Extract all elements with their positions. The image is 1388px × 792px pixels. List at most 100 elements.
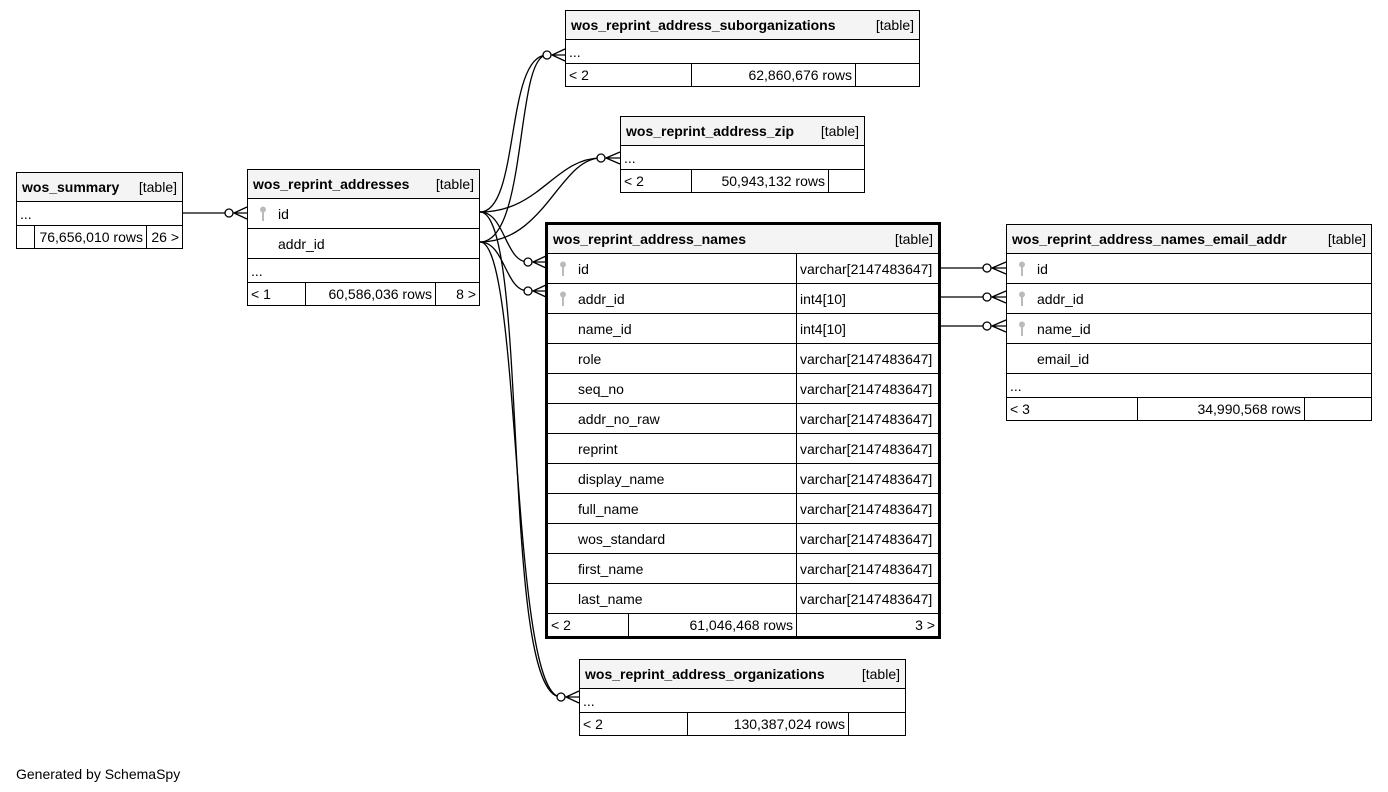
primary-key-icon [1007, 291, 1037, 307]
parents-count[interactable]: < 1 [251, 286, 271, 302]
table-header: wos_reprint_address_organizations [table… [580, 660, 905, 689]
children-count[interactable]: 8 > [435, 283, 479, 305]
column-type: int4[10] [796, 314, 938, 343]
table-header: wos_reprint_address_suborganizations [ta… [566, 11, 919, 40]
column-type: varchar[2147483647] [796, 374, 938, 403]
parents-count[interactable]: < 2 [583, 716, 603, 732]
column-name: addr_id [1037, 290, 1084, 307]
table-type: [table] [861, 666, 900, 682]
table-footer: < 3 34,990,568 rows [1007, 398, 1371, 420]
parents-count[interactable]: < 2 [624, 173, 644, 189]
table-name: wos_reprint_address_names_email_addr [1012, 231, 1287, 247]
row-count: 62,860,676 rows [691, 64, 855, 86]
table-type: [table] [875, 17, 914, 33]
column-name: full_name [578, 500, 639, 517]
column-row[interactable]: wos_standard varchar[2147483647] [548, 524, 938, 554]
ellipsis-row: ... [17, 202, 182, 226]
column-row[interactable]: name_id [1007, 314, 1371, 344]
table-name: wos_reprint_address_organizations [585, 666, 825, 682]
column-name: first_name [578, 560, 644, 577]
column-row[interactable]: seq_no varchar[2147483647] [548, 374, 938, 404]
table-type: [table] [820, 123, 859, 139]
table-name: wos_reprint_address_zip [626, 123, 795, 139]
ellipsis-row: ... [1007, 374, 1371, 398]
ellipsis-row: ... [580, 689, 905, 713]
column-row[interactable]: full_name varchar[2147483647] [548, 494, 938, 524]
table-footer: < 1 60,586,036 rows 8 > [248, 283, 479, 305]
parents-count[interactable]: < 3 [1010, 401, 1030, 417]
table-wos-reprint-address-zip[interactable]: wos_reprint_address_zip [table] ... < 2 … [620, 116, 865, 193]
table-type: [table] [1327, 231, 1366, 247]
column-name: name_id [1037, 320, 1091, 337]
parents-count[interactable] [17, 226, 34, 248]
children-count[interactable] [828, 170, 864, 192]
column-row[interactable]: email_id [1007, 344, 1371, 374]
column-type: varchar[2147483647] [796, 404, 938, 433]
children-count[interactable]: 26 > [146, 226, 182, 248]
table-header: wos_reprint_address_names_email_addr [ta… [1007, 225, 1371, 254]
row-count: 61,046,468 rows [628, 614, 796, 636]
row-count: 130,387,024 rows [687, 713, 848, 735]
connector-addresses-zip [479, 157, 602, 213]
column-type: varchar[2147483647] [796, 344, 938, 373]
parents-count[interactable]: < 2 [551, 617, 571, 633]
table-header: wos_reprint_addresses [table] [248, 170, 479, 199]
parents-count[interactable]: < 2 [569, 67, 589, 83]
column-row[interactable]: id varchar[2147483647] [548, 254, 938, 284]
table-name: wos_reprint_address_suborganizations [571, 17, 836, 33]
generated-by-credit: Generated by SchemaSpy [16, 766, 181, 782]
row-count: 50,943,132 rows [691, 170, 828, 192]
column-row[interactable]: id [248, 199, 479, 229]
children-count[interactable] [1304, 398, 1371, 420]
table-name: wos_reprint_addresses [253, 176, 410, 192]
column-row[interactable]: id [1007, 254, 1371, 284]
table-header: wos_reprint_address_zip [table] [621, 117, 864, 146]
table-wos-reprint-address-suborganizations[interactable]: wos_reprint_address_suborganizations [ta… [565, 10, 920, 87]
table-header: wos_reprint_address_names [table] [548, 225, 938, 254]
table-footer: < 2 130,387,024 rows [580, 713, 905, 735]
column-row[interactable]: addr_id [248, 229, 479, 259]
column-row[interactable]: name_id int4[10] [548, 314, 938, 344]
table-wos-summary[interactable]: wos_summary [table] ... 76,656,010 rows … [16, 172, 183, 249]
column-name: id [578, 260, 589, 277]
column-name: seq_no [578, 380, 624, 397]
table-wos-reprint-address-names-email-addr[interactable]: wos_reprint_address_names_email_addr [ta… [1006, 224, 1372, 421]
children-count[interactable] [848, 713, 905, 735]
table-footer: < 2 50,943,132 rows [621, 170, 864, 192]
column-name: id [278, 205, 289, 222]
column-name: id [1037, 260, 1048, 277]
column-type: varchar[2147483647] [796, 254, 938, 283]
column-name: wos_standard [578, 530, 666, 547]
column-type: varchar[2147483647] [796, 434, 938, 463]
column-row[interactable]: addr_id [1007, 284, 1371, 314]
primary-key-icon [548, 291, 578, 307]
column-name: addr_id [578, 290, 625, 307]
ellipsis-row: ... [621, 146, 864, 170]
column-type: varchar[2147483647] [796, 494, 938, 523]
children-count[interactable] [855, 64, 919, 86]
column-type: varchar[2147483647] [796, 524, 938, 553]
table-wos-reprint-address-organizations[interactable]: wos_reprint_address_organizations [table… [579, 659, 906, 736]
column-name: email_id [1037, 350, 1090, 367]
table-type: [table] [435, 176, 474, 192]
column-name: name_id [578, 320, 632, 337]
column-type: varchar[2147483647] [796, 554, 938, 583]
table-wos-reprint-addresses[interactable]: wos_reprint_addresses [table] id addr_id… [247, 169, 480, 306]
children-count[interactable]: 3 > [796, 614, 938, 636]
table-header: wos_summary [table] [17, 173, 182, 202]
table-wos-reprint-address-names[interactable]: wos_reprint_address_names [table] id varc… [545, 222, 941, 639]
table-footer: 76,656,010 rows 26 > [17, 226, 182, 248]
ellipsis-row: ... [566, 40, 919, 64]
column-row[interactable]: first_name varchar[2147483647] [548, 554, 938, 584]
table-name: wos_reprint_address_names [553, 231, 746, 247]
table-type: [table] [894, 231, 933, 247]
table-footer: < 2 62,860,676 rows [566, 64, 919, 86]
